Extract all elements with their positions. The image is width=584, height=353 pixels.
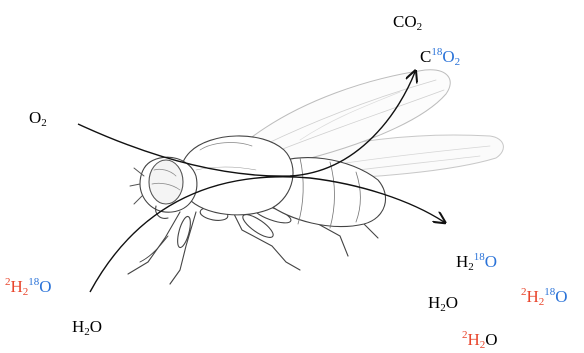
c18o2-label: C18O2 [420, 46, 461, 68]
fly-wing [247, 69, 451, 167]
water-subscript: 2 [84, 326, 90, 338]
water18-subscript: 2 [468, 261, 474, 273]
dr-isotope: 2 [521, 286, 527, 298]
o18-oxygen: O [39, 277, 52, 296]
c18o2-carbon: C [420, 47, 432, 66]
dr-hydrogen: H [526, 287, 539, 306]
water18-hydrogen: H [456, 252, 469, 271]
water-right-label: H2O [428, 293, 459, 314]
o2-element: O [29, 108, 42, 127]
deuterium-o18-water-left-label: 2H218O [5, 276, 52, 298]
deuterium-o18-water-right-label: 2H218O [521, 286, 568, 308]
co2-subscript: 2 [416, 21, 423, 33]
co2-element: CO [393, 12, 417, 31]
c18o2-oxygen: O [442, 47, 455, 66]
d2o-isotope: 2 [462, 329, 468, 341]
water-in-out-arrow [89, 176, 444, 293]
c18o2-subscript: 2 [454, 56, 461, 68]
d2o-oxygen: O [485, 330, 498, 349]
water18-oxygen: O [484, 252, 498, 271]
c18o2-isotope: 18 [431, 46, 443, 58]
dr-o18-oxygen: O [555, 287, 568, 306]
d2o-subscript: 2 [479, 339, 486, 351]
water-right-oxygen: O [445, 293, 459, 312]
fly-icon [127, 69, 504, 285]
water-hydrogen: H [72, 317, 85, 336]
d-subscript: 2 [22, 286, 29, 298]
water-left-label: H2O [72, 317, 103, 338]
d-hydrogen: H [10, 277, 23, 296]
h2-o18-water-right-label: H218O [456, 251, 498, 273]
co2-label: CO2 [393, 12, 423, 33]
d-isotope: 2 [5, 276, 11, 288]
dr-subscript: 2 [538, 296, 545, 308]
water-oxygen: O [89, 317, 103, 336]
d2o-hydrogen: H [467, 330, 480, 349]
water-right-subscript: 2 [440, 302, 446, 314]
fly-eye [148, 159, 184, 205]
oxygen-to-co2-arrow [77, 72, 415, 177]
o18-isotope: 18 [28, 276, 40, 288]
deuterated-water-right-label: 2H2O [462, 329, 498, 351]
water-right-hydrogen: H [428, 293, 441, 312]
dr-o18-isotope: 18 [544, 286, 556, 298]
o2-label: O2 [29, 108, 47, 129]
o2-subscript: 2 [41, 117, 47, 129]
water18-isotope: 18 [473, 251, 485, 263]
